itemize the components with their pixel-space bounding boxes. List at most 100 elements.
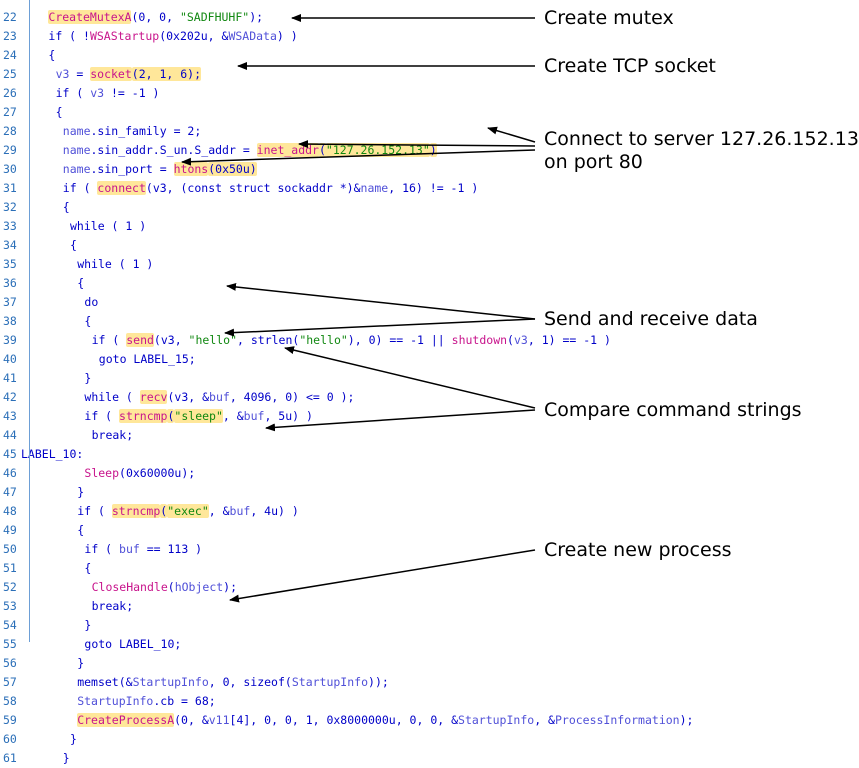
code-token: ( <box>167 409 175 423</box>
code-token: , strlen( <box>237 333 300 347</box>
code-token: (0x60000u); <box>119 466 196 480</box>
line-number: 41 <box>3 371 17 385</box>
line-number: 45 <box>3 447 17 461</box>
code-token: (0, & <box>174 713 209 727</box>
code-token: , 16) != -1 ) <box>388 181 479 195</box>
code-token: { <box>55 105 63 119</box>
code-token: != -1 ) <box>104 86 160 100</box>
line-number: 59 <box>3 713 17 727</box>
string-token: "hello" <box>299 333 348 347</box>
line-number: 52 <box>3 580 17 594</box>
line-number: 47 <box>3 485 17 499</box>
code-token: , & <box>208 504 230 518</box>
code-token: (v3, (const struct sockaddr *)& <box>145 181 361 195</box>
code-token: , 4096, 0) <= 0 ); <box>229 390 355 404</box>
arrow-connect-call <box>181 149 536 166</box>
code-token: (2, 1, 6); <box>131 67 202 81</box>
variable-token: name <box>62 124 91 138</box>
code-token: , & <box>222 409 244 423</box>
code-token: } <box>62 751 70 765</box>
line-number: 53 <box>3 599 17 613</box>
arrow-recv <box>224 318 536 337</box>
line-number: 51 <box>3 561 17 575</box>
line-number: 32 <box>3 200 17 214</box>
code-token: ( <box>318 143 326 157</box>
code-token: if ( <box>84 409 120 423</box>
code-token: while ( 1 ) <box>77 257 154 271</box>
variable-token: StartupInfo <box>458 713 535 727</box>
code-line: break; <box>92 597 134 616</box>
code-token: ) <box>429 143 437 157</box>
code-token: memset(& <box>77 675 133 689</box>
code-line: CreateMutexA(0, 0, "SADFHUHF"); <box>48 8 263 27</box>
annotation-connect-port: on port 80 <box>544 151 643 173</box>
annotation-create-mutex: Create mutex <box>544 7 674 29</box>
line-number: 27 <box>3 105 17 119</box>
code-token: ); <box>679 713 694 727</box>
variable-token: name <box>360 181 389 195</box>
annotation-connect-server: Connect to server 127.26.152.13 <box>544 128 859 150</box>
line-number: 49 <box>3 523 17 537</box>
code-token: , 5u) ) <box>264 409 313 423</box>
variable-token: v3 <box>513 333 528 347</box>
code-token: } <box>84 618 92 632</box>
code-line: { <box>70 236 77 255</box>
variable-token: buf <box>119 542 140 556</box>
code-token: )); <box>368 675 389 689</box>
code-token: ); <box>249 10 264 24</box>
line-number: 44 <box>3 428 17 442</box>
code-line: { <box>77 521 84 540</box>
string-token: "127.26.152.13" <box>325 143 430 157</box>
string-token: "SADFHUHF" <box>179 10 250 24</box>
code-line: if ( send(v3, "hello", strlen("hello"), … <box>92 331 611 350</box>
code-line: if ( buf == 113 ) <box>84 540 202 559</box>
code-line: Sleep(0x60000u); <box>84 464 195 483</box>
code-line: } <box>77 483 84 502</box>
line-number: 37 <box>3 295 17 309</box>
function-token: socket <box>90 67 132 81</box>
code-token: if ( <box>84 542 120 556</box>
code-line: name.sin_family = 2; <box>63 122 201 141</box>
line-number: 40 <box>3 352 17 366</box>
code-line: { <box>63 198 70 217</box>
code-token: (0, 0, <box>131 10 180 24</box>
line-number: 58 <box>3 694 17 708</box>
line-number: 54 <box>3 618 17 632</box>
variable-token: v11 <box>208 713 230 727</box>
code-line: if ( strncmp("sleep", &buf, 5u) ) <box>84 407 313 426</box>
string-token: "exec" <box>167 504 209 518</box>
variable-token: StartupInfo <box>77 694 154 708</box>
code-token: { <box>77 523 85 537</box>
variable-token: ProcessInformation <box>554 713 680 727</box>
line-number: 61 <box>3 751 17 765</box>
code-token: LABEL_10: <box>21 447 84 461</box>
code-line: CreateProcessA(0, &v11[4], 0, 0, 1, 0x80… <box>77 711 693 730</box>
annotation-create-tcp-socket: Create TCP socket <box>544 55 716 77</box>
code-line: } <box>84 616 91 635</box>
line-number: 29 <box>3 143 17 157</box>
code-token: goto LABEL_10; <box>84 637 182 651</box>
line-number: 38 <box>3 314 17 328</box>
arrow-send <box>226 282 536 320</box>
code-token: .sin_family = 2; <box>90 124 202 138</box>
function-token: recv <box>139 390 168 404</box>
arrow-create-process <box>229 549 536 603</box>
code-token: if ( ! <box>48 29 90 43</box>
code-token: .sin_port = <box>90 162 174 176</box>
code-line: } <box>70 730 77 749</box>
variable-token: buf <box>229 504 251 518</box>
code-line: } <box>77 654 84 673</box>
code-token: , & <box>534 713 555 727</box>
line-number: 55 <box>3 637 17 651</box>
line-number: 22 <box>3 10 17 24</box>
code-line: if ( strncmp("exec", &buf, 4u) ) <box>77 502 299 521</box>
gutter-divider <box>29 0 30 642</box>
line-number: 43 <box>3 409 17 423</box>
code-token: , 1) == -1 ) <box>527 333 611 347</box>
annotation-send-receive: Send and receive data <box>544 308 758 330</box>
function-token: connect <box>97 181 146 195</box>
line-number: 35 <box>3 257 17 271</box>
code-token: { <box>70 238 77 252</box>
variable-token: hObject <box>174 580 224 594</box>
code-token: do <box>84 295 99 309</box>
